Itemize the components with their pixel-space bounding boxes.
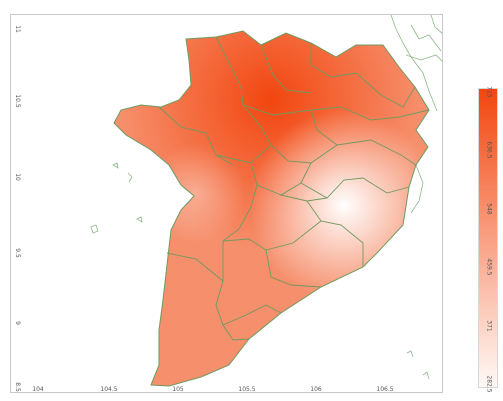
y-tick-label: 10.5 <box>14 94 21 108</box>
colorbar-tick-label: 282.5 <box>485 375 493 393</box>
x-tick-label: 106 <box>310 386 322 393</box>
y-tick-label: 9.5 <box>14 248 21 258</box>
region-fill <box>114 31 429 386</box>
map-frame: 104 104.5 105 105.5 106 106.5 11 10.5 10 9.5 9 8.5 <box>10 14 443 393</box>
y-tick-label: 8.5 <box>14 382 21 392</box>
colorbar-tick-label: 725 <box>485 86 493 98</box>
colorbar-tick-label: 371 <box>485 319 493 332</box>
x-tick-label: 105 <box>172 386 184 393</box>
y-axis-ticks: 11 10.5 10 9.5 9 8.5 <box>14 25 21 392</box>
province-borders <box>158 36 430 341</box>
x-axis-ticks: 104 104.5 105 105.5 106 106.5 <box>32 386 393 393</box>
colorbar-tick-label: 459.5 <box>485 258 493 276</box>
colorbar <box>478 88 498 388</box>
y-tick-label: 9 <box>14 321 21 325</box>
x-tick-label: 105.5 <box>238 386 255 393</box>
x-tick-label: 106.5 <box>376 386 393 393</box>
choropleth-map: 104 104.5 105 105.5 106 106.5 11 10.5 10 9.5 9 8.5 <box>14 15 442 393</box>
y-tick-label: 11 <box>14 25 21 33</box>
y-tick-label: 10 <box>14 173 21 181</box>
colorbar-tick-label: 548 <box>485 203 493 215</box>
x-tick-label: 104.5 <box>100 386 117 393</box>
neighbor-borders <box>90 15 442 380</box>
x-tick-label: 104 <box>32 386 44 393</box>
colorbar-tick-label: 636.5 <box>485 141 493 159</box>
